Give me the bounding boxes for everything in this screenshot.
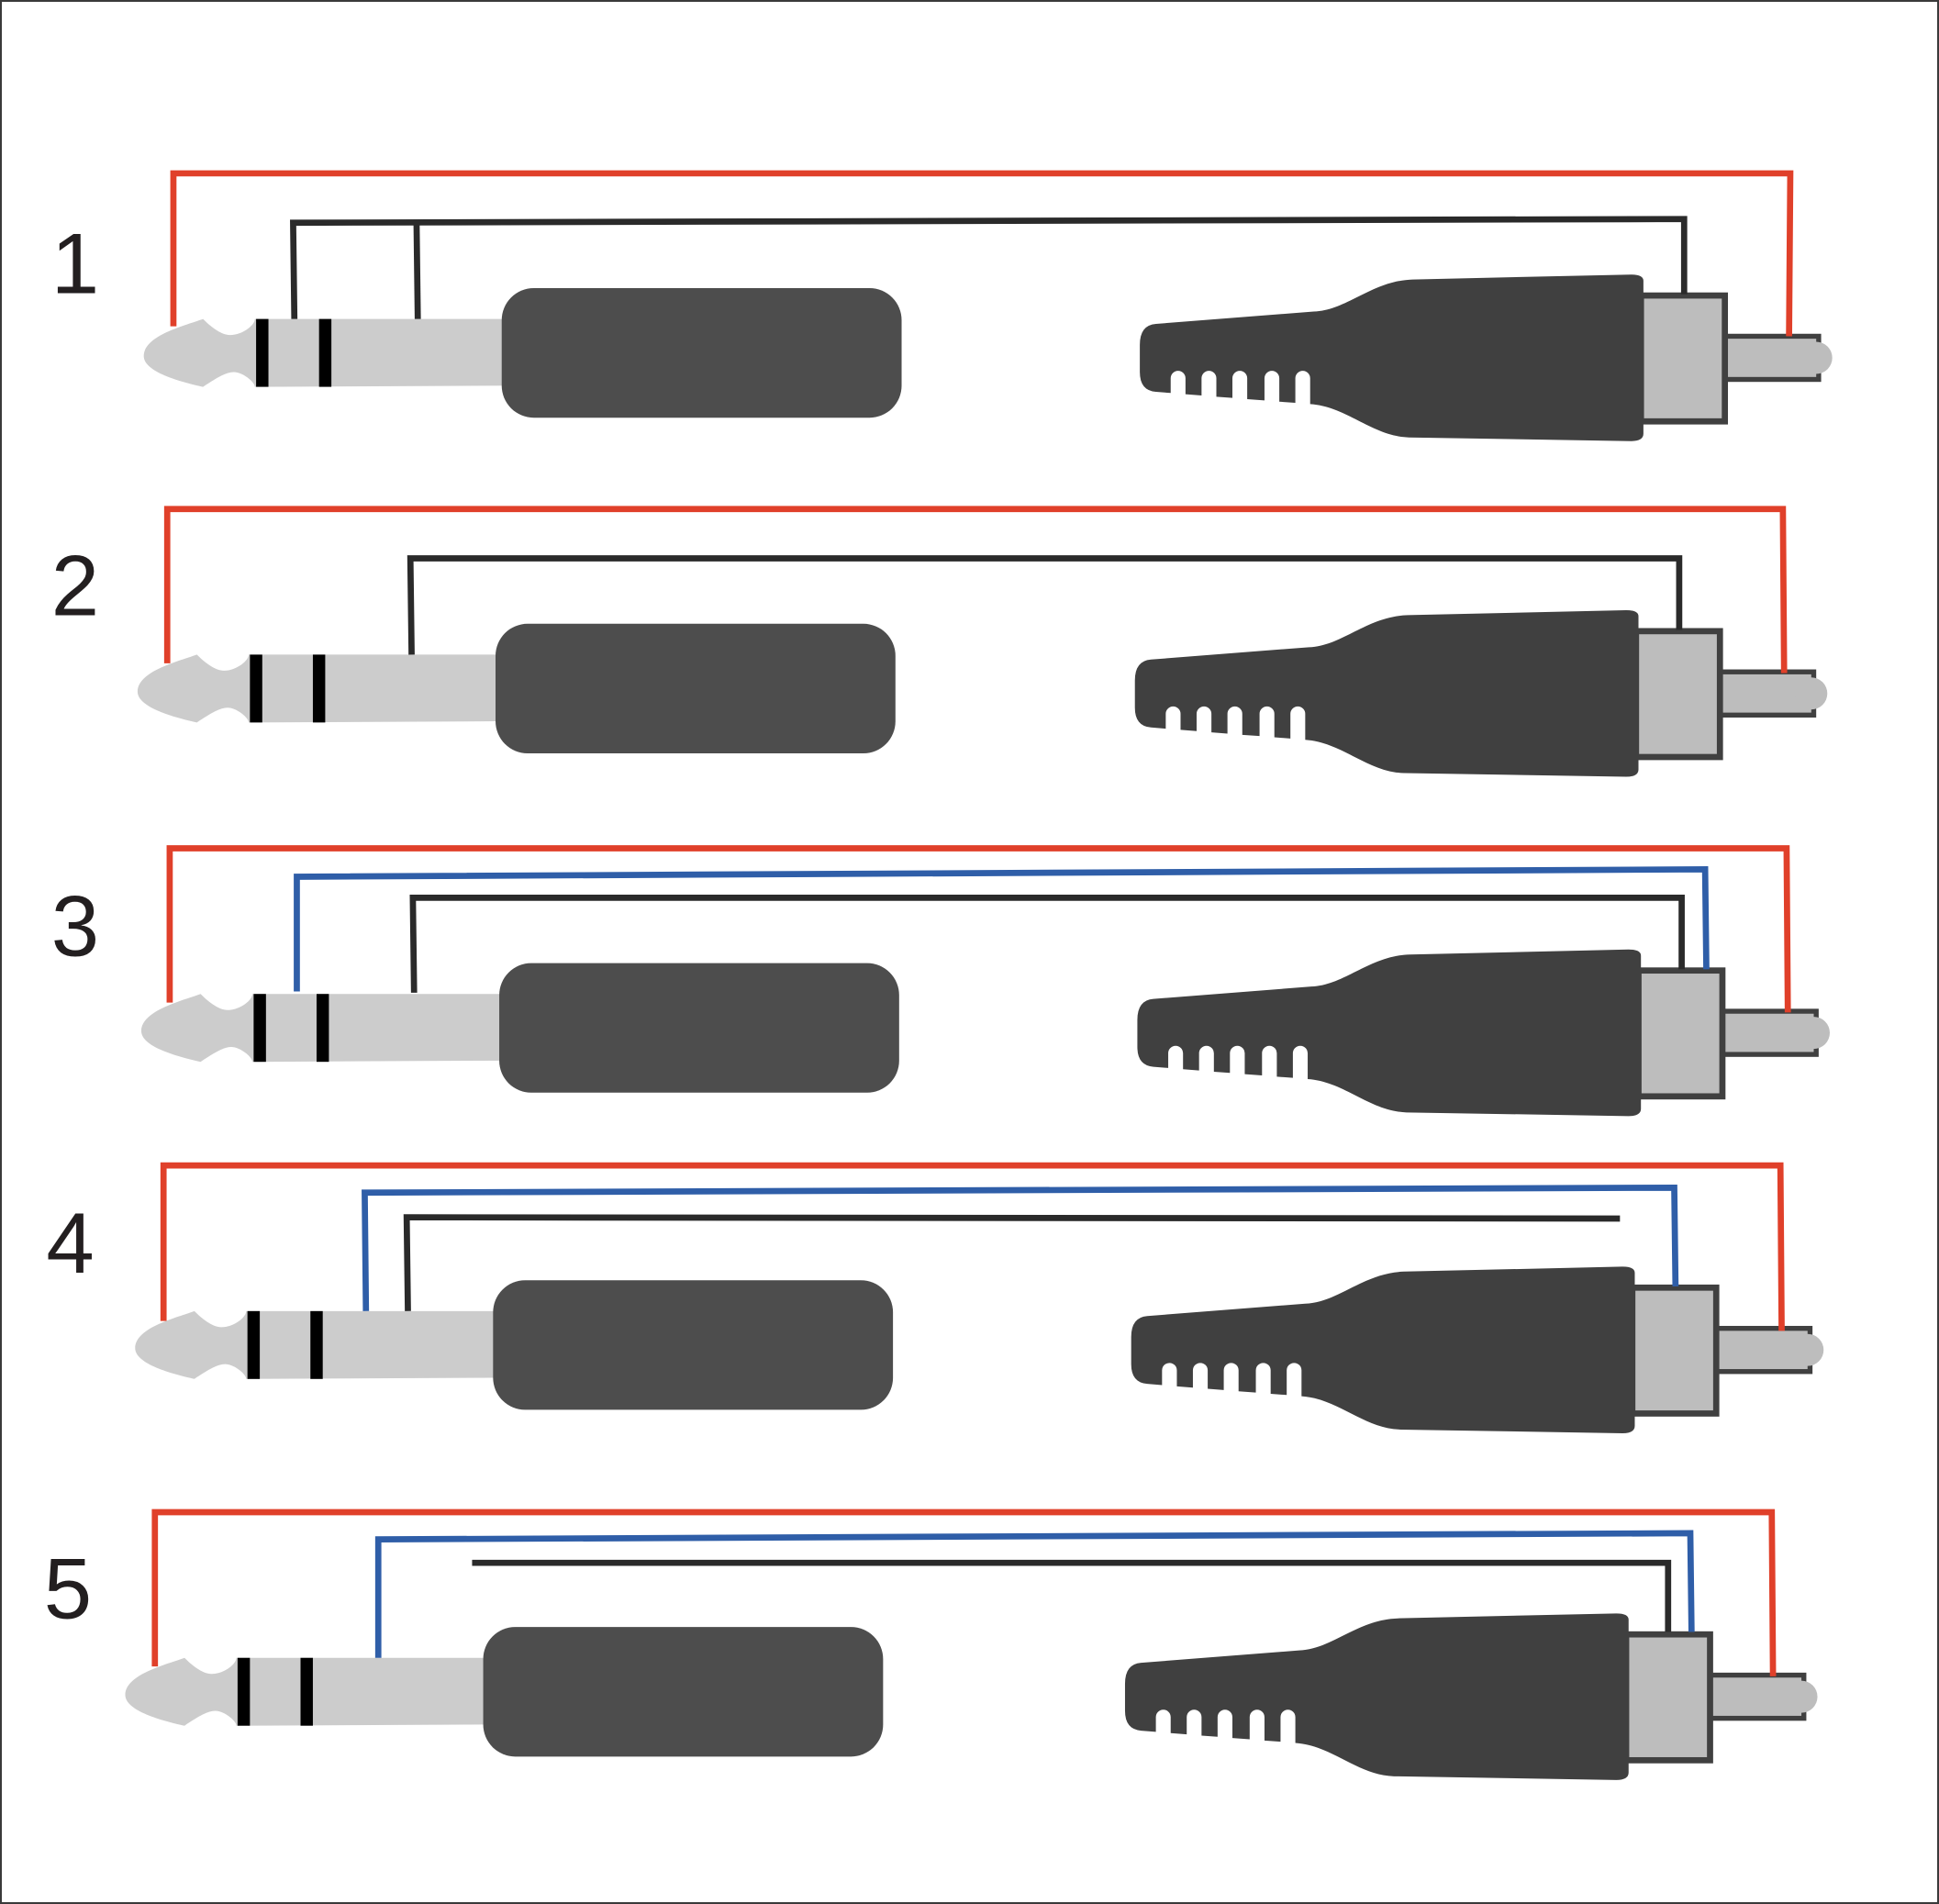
stereo-jack-plug: [125, 1627, 884, 1757]
blue-wire: [374, 1530, 1695, 1658]
row-number: 1: [51, 215, 99, 311]
row-number: 5: [44, 1541, 92, 1637]
row-3: 3: [51, 845, 1830, 1117]
stereo-jack-plug: [143, 287, 902, 418]
stereo-jack-plug: [140, 963, 899, 1093]
black-wire: [472, 1559, 1672, 1632]
blue-wire: [294, 866, 1710, 992]
red-wire: [170, 170, 1794, 337]
rca-plug: [1131, 1266, 1824, 1433]
rca-plug: [1140, 274, 1833, 441]
red-wire: [151, 1509, 1777, 1676]
blue-wire: [362, 1184, 1679, 1311]
rca-plug: [1125, 1613, 1818, 1780]
black-wire: [403, 1214, 1621, 1311]
black-wire-bridge: [413, 222, 421, 319]
row-1: 1: [51, 170, 1833, 441]
black-wire: [290, 216, 1688, 319]
row-number: 2: [51, 537, 99, 633]
row-2: 2: [51, 506, 1828, 777]
stereo-jack-plug: [137, 623, 896, 753]
rca-plug: [1135, 610, 1828, 777]
row-5: 5: [44, 1509, 1818, 1780]
row-number: 4: [46, 1195, 94, 1291]
black-wire: [409, 894, 1685, 993]
black-wire: [407, 555, 1683, 655]
red-wire: [163, 506, 1788, 674]
row-number: 3: [51, 878, 99, 974]
stereo-jack-plug: [135, 1280, 894, 1410]
row-4: 4: [46, 1162, 1824, 1433]
rca-plug: [1137, 950, 1830, 1117]
red-wire: [166, 845, 1791, 1013]
red-wire: [160, 1162, 1785, 1331]
